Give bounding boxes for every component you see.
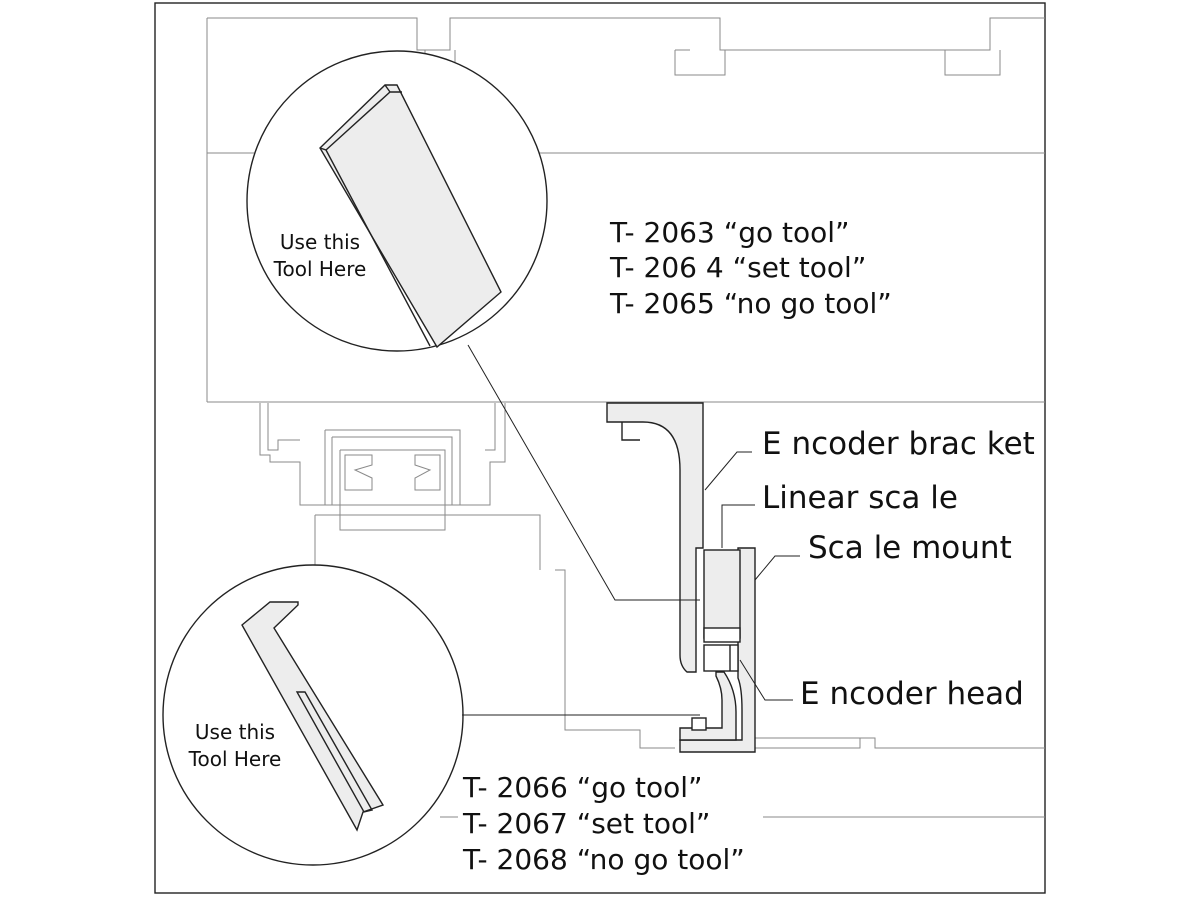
lower-tool-line-1: T- 2066 “go tool” — [462, 771, 703, 804]
machine-table — [206, 17, 1045, 403]
lower-gauge-tool — [241, 601, 385, 832]
upper-gauge-tool — [319, 84, 502, 349]
leader-scale-mount — [754, 555, 800, 581]
linear-scale — [703, 549, 741, 639]
encoder-bracket — [606, 402, 704, 673]
encoder-head — [703, 644, 739, 672]
label-encoder-head: E ncoder head — [800, 676, 1024, 712]
scale-lip — [703, 627, 741, 643]
label-scale-mount: Sca le mount — [808, 530, 1012, 566]
scale-mount — [679, 547, 756, 753]
leader-linear-scale — [721, 504, 755, 548]
lower-magnifier — [162, 564, 1045, 866]
upper-use-here-line1: Use this — [280, 230, 360, 254]
leader-upper-tool — [467, 344, 700, 601]
encoder-head-mount — [679, 671, 737, 741]
label-encoder-bracket: E ncoder brac ket — [762, 426, 1035, 462]
lower-gauge-slot — [295, 691, 374, 813]
leader-encoder-bracket — [704, 451, 752, 491]
leader-encoder-head — [739, 659, 793, 701]
bracket-tab — [621, 422, 640, 441]
label-linear-scale: Linear sca le — [762, 480, 958, 516]
mount-screw — [691, 717, 707, 731]
lower-tool-line-2: T- 2067 “set tool” — [462, 807, 710, 840]
lower-use-here-line1: Use this — [195, 720, 275, 744]
upper-tool-line-1: T- 2063 “go tool” — [609, 216, 850, 249]
upper-gauge-bevel — [319, 84, 431, 347]
upper-magnifier — [246, 50, 700, 601]
upper-tool-line-2: T- 206 4 “set tool” — [609, 251, 866, 284]
lower-use-here-line2: Tool Here — [188, 747, 282, 771]
lower-tool-line-3: T- 2068 “no go tool” — [462, 843, 745, 876]
upper-use-here-line2: Tool Here — [273, 257, 367, 281]
upper-tool-line-3: T- 2065 “no go tool” — [609, 287, 892, 320]
diagram-frame — [154, 2, 1046, 894]
